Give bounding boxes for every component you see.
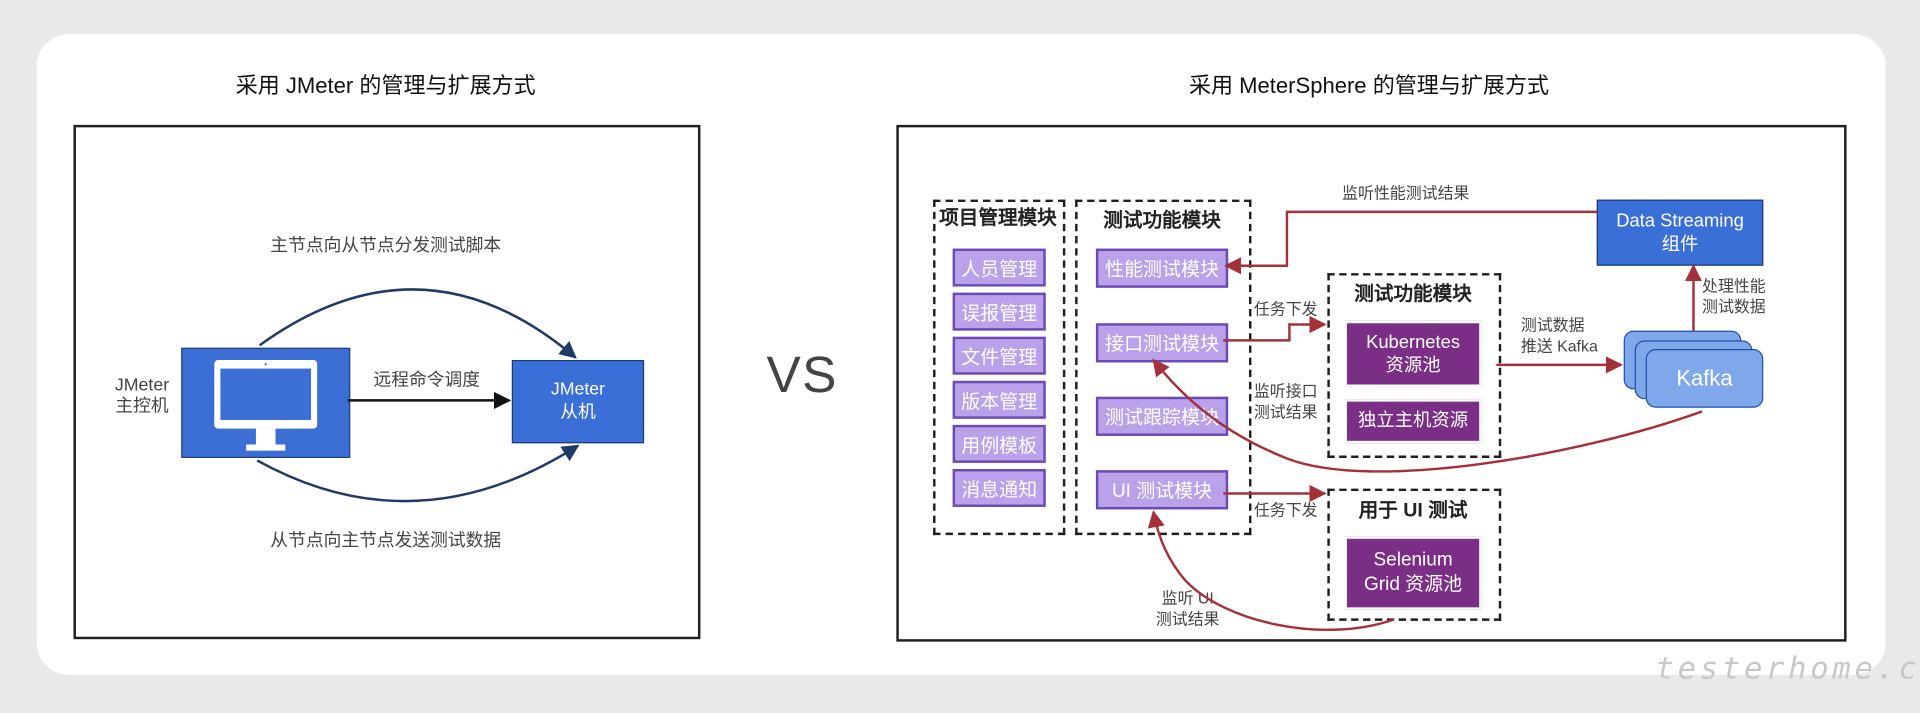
task-dispatch-label-1: 任务下发 [1253, 300, 1318, 319]
process-label: 处理性能 测试数据 [1702, 276, 1766, 316]
ui-listen-arrow [1147, 510, 1394, 631]
task-dispatch-label-2: 任务下发 [1253, 500, 1318, 520]
ui-module-title: 用于 UI 测试 [1358, 500, 1468, 522]
project-item-5: 消息通知 [952, 468, 1046, 507]
left-title: 采用 JMeter 的管理与扩展方式 [235, 73, 536, 98]
data-streaming-box: Data Streaming 组件 [1596, 199, 1764, 266]
vs-text: VS [766, 345, 838, 403]
test-item-perf: 性能测试模块 [1095, 248, 1229, 288]
monitor-icon [214, 360, 318, 451]
api-listen-label: 监听接口 测试结果 [1253, 382, 1318, 422]
test-module-group [1075, 199, 1252, 536]
distribute-arrow [258, 288, 577, 359]
project-module-title: 项目管理模块 [939, 208, 1057, 229]
return-data-arrow [256, 444, 580, 503]
controller-label-line2: 主控机 [115, 397, 169, 417]
project-item-4: 用例模板 [952, 424, 1046, 463]
top-caption: 主节点向从节点分发测试脚本 [270, 236, 502, 256]
slave-label-line2: 从机 [560, 402, 596, 423]
project-module-group [933, 199, 1066, 536]
controller-label-line1: JMeter [114, 375, 170, 396]
ui-module-group [1327, 488, 1502, 621]
test-module-title: 测试功能模块 [1103, 210, 1221, 232]
right-title: 采用 MeterSphere 的管理与扩展方式 [1188, 73, 1550, 98]
project-item-0: 人员管理 [952, 248, 1046, 287]
project-item-1: 误报管理 [952, 292, 1046, 331]
bottom-caption: 从节点向主节点发送测试数据 [270, 531, 502, 552]
resource-module-title: 测试功能模块 [1354, 284, 1472, 305]
controller-label: JMeter 主控机 [103, 376, 181, 419]
watermark: testerhome.com [1655, 650, 1920, 686]
middle-caption: 远程命令调度 [373, 371, 481, 391]
host-resource: 独立主机资源 [1344, 399, 1482, 444]
api-listen-arrow [1152, 358, 1703, 473]
test-item-tracking: 测试跟踪模块 [1095, 396, 1229, 436]
push-kafka-label: 测试数据 推送 Kafka [1520, 315, 1598, 355]
selenium-grid-pool: Selenium Grid 资源池 [1344, 536, 1482, 610]
project-item-2: 文件管理 [952, 336, 1046, 375]
test-item-ui: UI 测试模块 [1095, 470, 1229, 510]
task-dispatch-arrow-1 [1223, 315, 1327, 342]
perf-listen-label: 监听性能测试结果 [1342, 183, 1470, 203]
perf-listen-arrow [1224, 210, 1597, 275]
kafka-box: Kafka [1645, 348, 1764, 408]
kubernetes-pool: Kubernetes 资源池 [1344, 320, 1482, 387]
controller-box [181, 347, 351, 458]
slave-box: JMeter 从机 [511, 360, 645, 444]
project-item-3: 版本管理 [952, 380, 1046, 419]
slave-label-line1: JMeter [550, 379, 606, 400]
